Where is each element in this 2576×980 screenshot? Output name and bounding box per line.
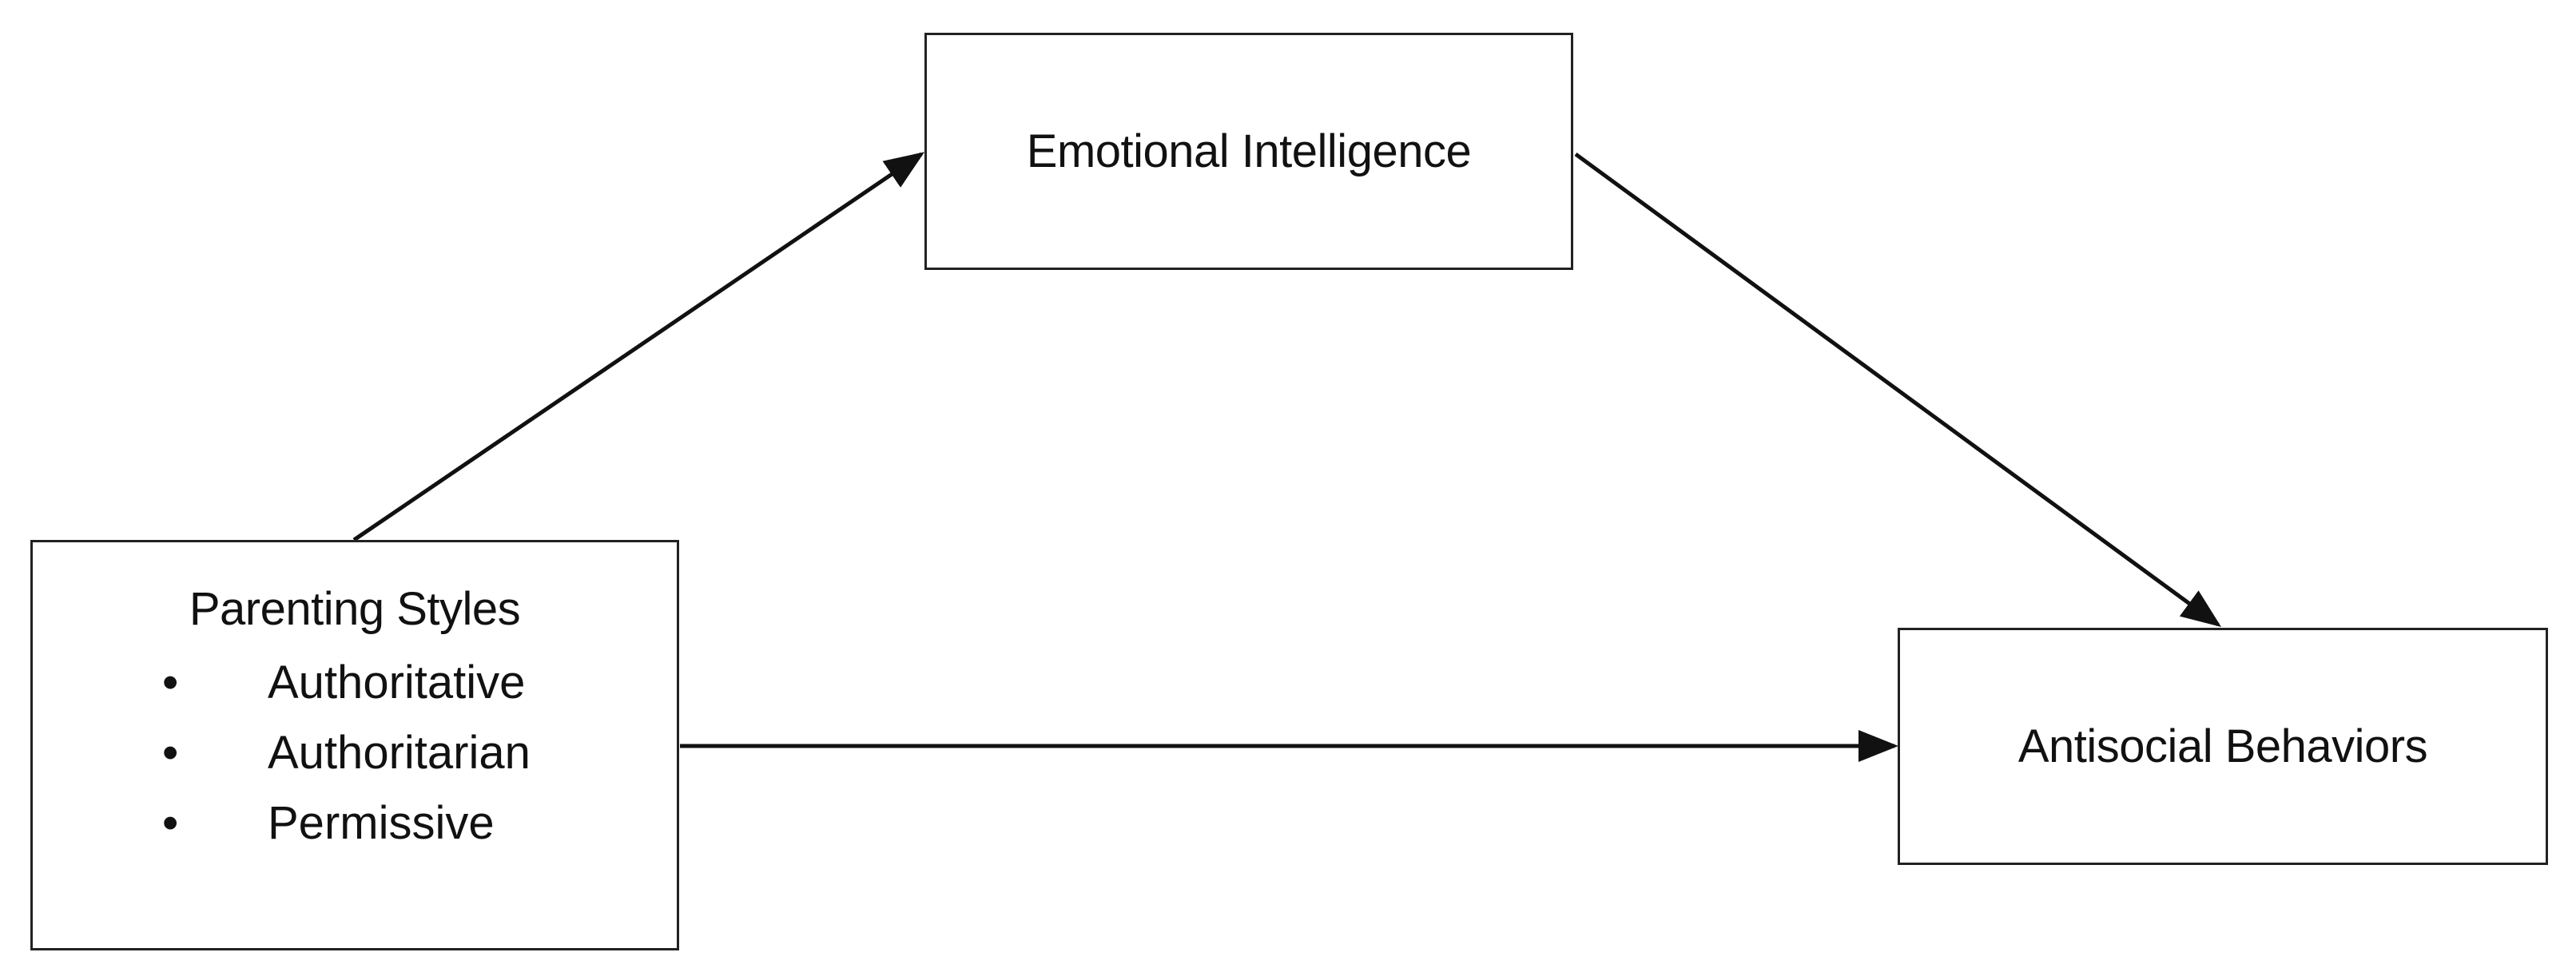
parenting-style-item: • Authoritarian [162,718,531,788]
bullet-icon: • [162,727,179,779]
parenting-style-item: • Permissive [162,788,531,859]
arrow-parenting-to-emotional [352,152,925,542]
bullet-icon: • [162,797,179,849]
parenting-styles-title: Parenting Styles [189,583,521,635]
antisocial-behaviors-label: Antisocial Behaviors [2017,720,2428,772]
bullet-icon: • [162,657,179,708]
parenting-style-item: • Authoritative [162,648,531,718]
parenting-styles-box: Parenting Styles • Authoritative • Autho… [30,540,679,950]
parenting-style-label: Authoritative [268,657,526,708]
arrow-emotional-to-antisocial [1574,152,2222,627]
antisocial-behaviors-box: Antisocial Behaviors [1898,628,2548,865]
parenting-styles-list: • Authoritative • Authoritarian • Permis… [162,648,531,859]
parenting-style-label: Authoritarian [268,727,531,779]
emotional-intelligence-label: Emotional Intelligence [1026,125,1472,177]
emotional-intelligence-box: Emotional Intelligence [924,33,1573,270]
parenting-style-label: Permissive [268,797,495,849]
